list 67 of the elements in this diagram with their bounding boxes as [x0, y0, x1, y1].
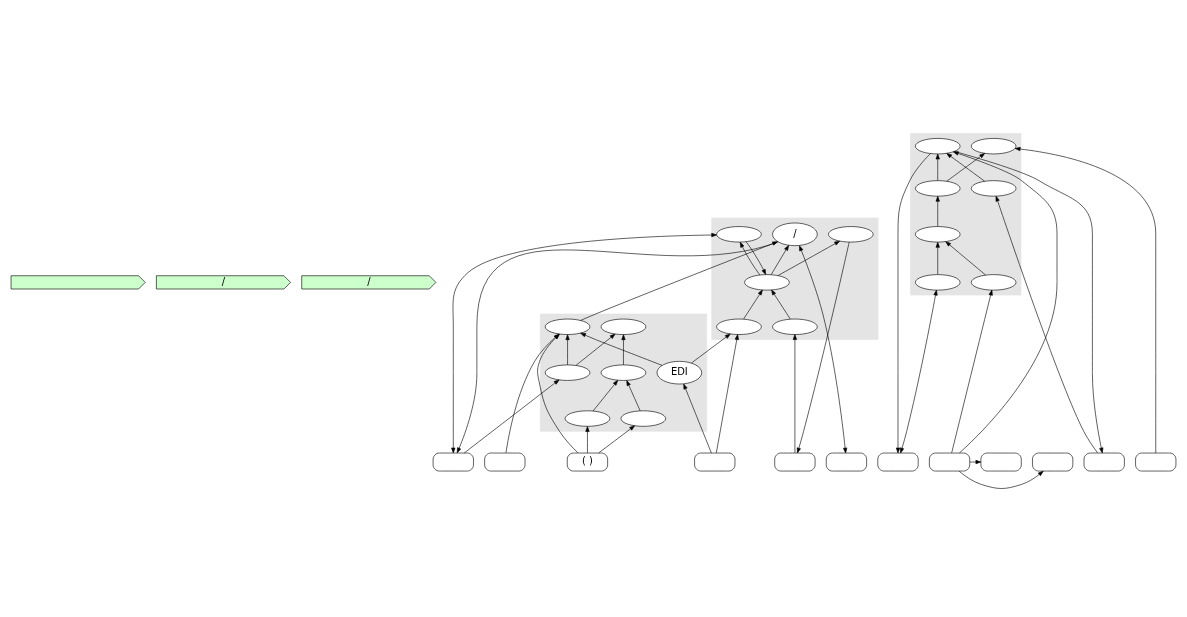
node-ellipse — [915, 274, 961, 291]
arrow — [946, 153, 985, 182]
arrow — [1014, 147, 1157, 454]
node-box — [825, 452, 867, 472]
node-ellipse — [971, 138, 1017, 155]
node-box: ( ) — [566, 452, 608, 472]
arrow — [945, 241, 986, 276]
arrow — [954, 151, 1104, 454]
arrow — [580, 332, 663, 366]
node-box — [432, 452, 474, 472]
node-box — [1083, 452, 1125, 472]
arrow — [958, 470, 1044, 489]
node-ellipse — [600, 318, 647, 335]
arrow — [900, 289, 938, 454]
node-box — [929, 452, 971, 472]
arrow — [770, 245, 789, 275]
node-ellipse — [915, 180, 961, 197]
arrow — [771, 289, 791, 320]
node-box — [1135, 452, 1177, 472]
arrow — [935, 196, 940, 227]
node-chevron — [10, 275, 146, 290]
arrow — [951, 289, 993, 454]
node-ellipse: EDI — [656, 361, 703, 385]
node-ellipse — [772, 318, 818, 335]
arrow — [745, 241, 767, 275]
node-ellipse — [971, 274, 1017, 291]
arrow — [626, 380, 641, 412]
node-ellipse — [620, 410, 666, 427]
arrow — [792, 334, 797, 454]
arrow — [683, 383, 712, 454]
arrow — [716, 334, 739, 454]
node-ellipse — [544, 318, 591, 335]
arrow — [580, 241, 778, 321]
arrow — [995, 195, 1098, 454]
node-ellipse — [544, 364, 591, 381]
node-ellipse — [828, 226, 874, 243]
node-box — [694, 452, 736, 472]
arrow — [463, 379, 560, 454]
arrow — [777, 240, 840, 276]
arrow — [565, 334, 570, 366]
node-ellipse — [915, 226, 961, 243]
node-ellipse — [716, 318, 762, 335]
arrow — [592, 380, 619, 412]
arrow — [969, 460, 982, 465]
arrow — [935, 242, 940, 275]
node-box — [980, 452, 1022, 472]
arrow — [451, 233, 717, 454]
arrow — [585, 426, 590, 454]
node-box — [774, 452, 816, 472]
node-ellipse — [744, 274, 790, 291]
arrow — [935, 153, 940, 181]
arrow — [739, 241, 761, 276]
node-box — [1032, 452, 1074, 472]
node-ellipse — [564, 410, 611, 427]
node-ellipse — [716, 226, 762, 243]
arrow — [895, 153, 931, 454]
arrow — [456, 241, 779, 454]
node-box — [484, 452, 526, 472]
node-box — [877, 452, 919, 472]
node-ellipse — [971, 180, 1017, 197]
arrow — [575, 333, 616, 366]
arrow — [743, 289, 763, 320]
arrow — [953, 151, 1058, 454]
arrow — [691, 333, 731, 364]
arrow — [621, 334, 626, 366]
node-ellipse — [600, 364, 647, 381]
arrow — [598, 425, 635, 454]
